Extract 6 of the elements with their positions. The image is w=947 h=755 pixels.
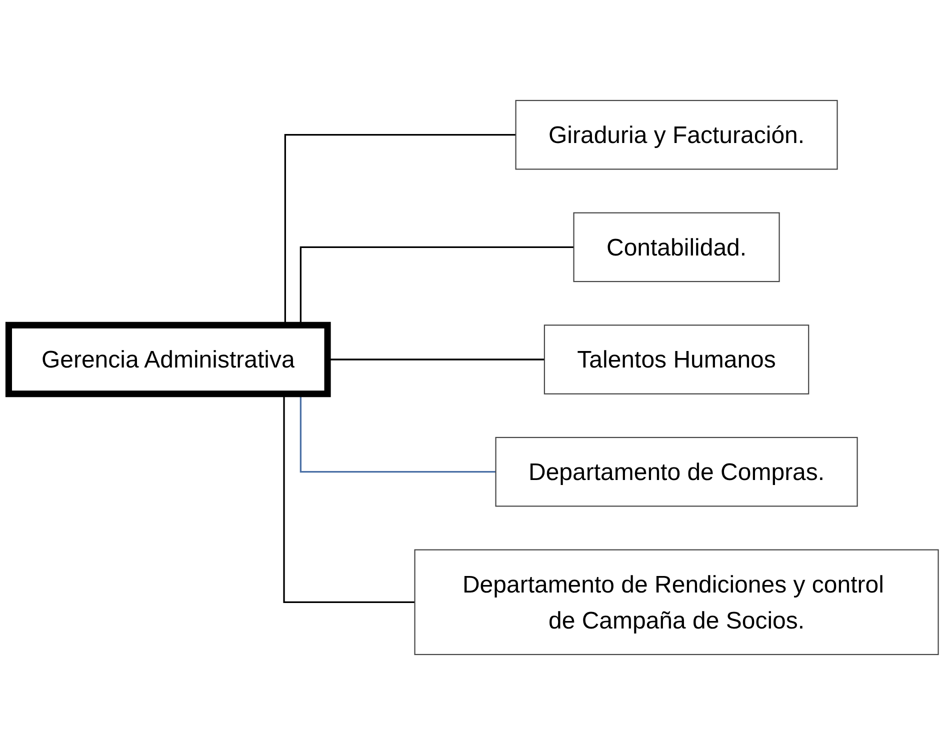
node-box: Gerencia Administrativa <box>5 322 331 398</box>
node-box: Departamento de Rendiciones y control de Campaña de Socios. <box>414 549 939 656</box>
node-box: Giraduria y Facturación. <box>515 100 838 170</box>
node-box: Departamento de Compras. <box>495 436 858 507</box>
node-box: Talentos Humanos <box>544 324 810 394</box>
node-box: Contabilidad. <box>573 212 780 282</box>
